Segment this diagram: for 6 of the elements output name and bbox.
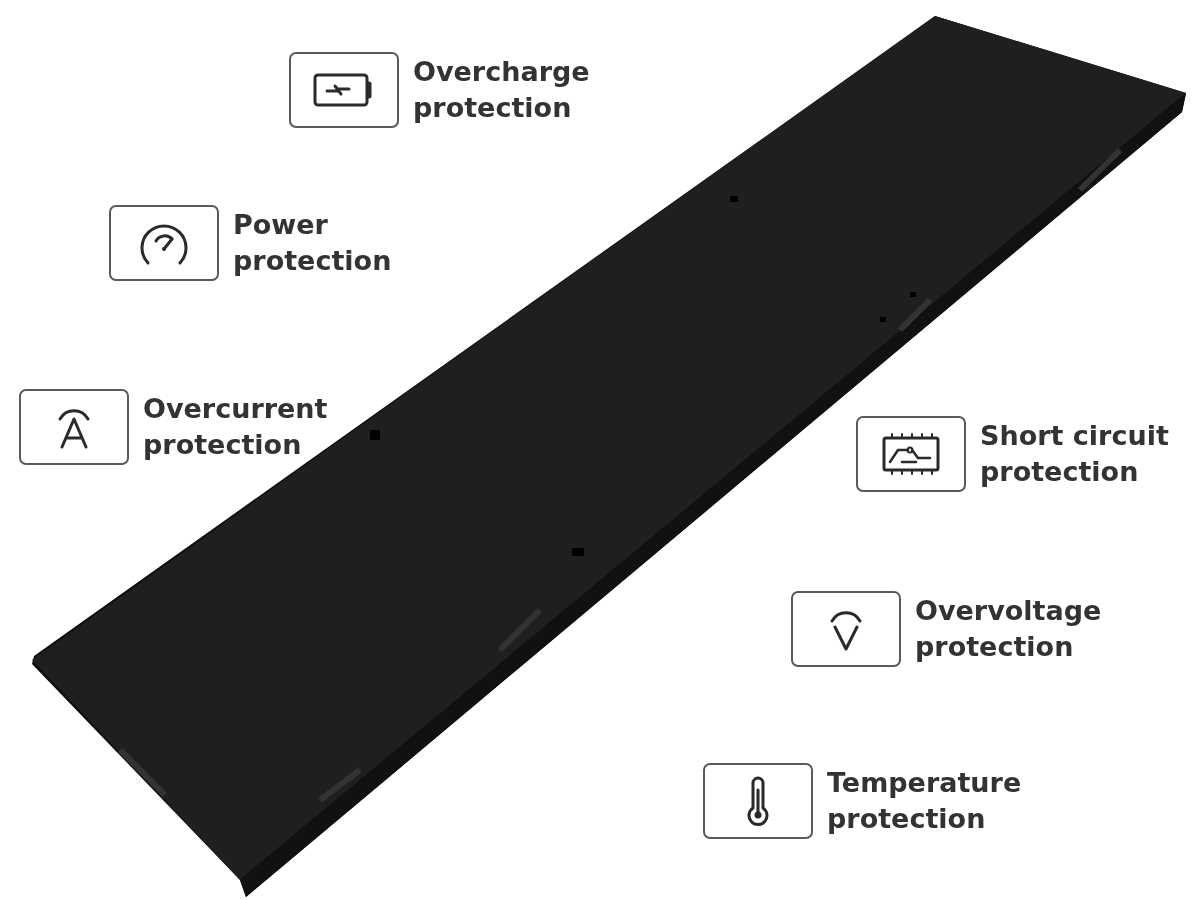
feature-label: Overcharge protection <box>413 55 591 125</box>
feature-label: Overcurrent protection <box>143 392 329 462</box>
feature-label: Power protection <box>233 208 393 278</box>
feature-label: Temperature protection <box>827 766 1023 836</box>
feature-label: Short circuit protection <box>980 419 1170 489</box>
feature-label: Overvoltage protection <box>915 594 1103 664</box>
